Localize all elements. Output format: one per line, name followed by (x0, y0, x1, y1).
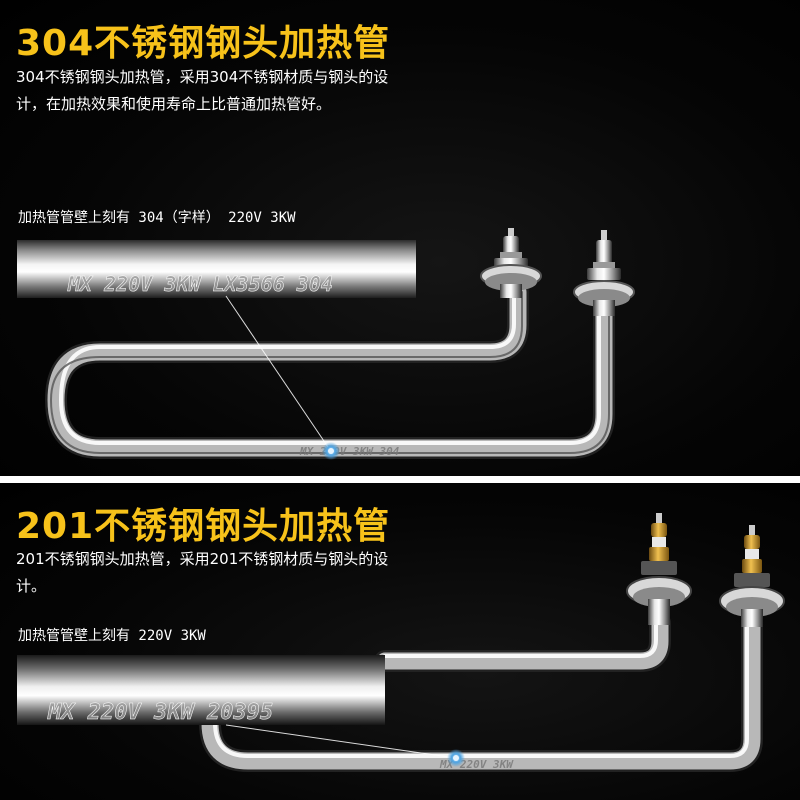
zoomed-tube-wall: MX 220V 3KW 20395 (17, 655, 385, 725)
section-divider (0, 476, 800, 483)
caption-201: 加热管管壁上刻有 220V 3KW (18, 628, 206, 644)
callout-line (225, 724, 457, 759)
terminal-head-right (719, 525, 785, 627)
description-201: 201不锈钢钢头加热管，采用201不锈钢材质与钢头的设计。 (16, 550, 389, 595)
panel-201-heater: MX 220V 3KW MX 220V 3KW 20395 (0, 483, 800, 800)
engraving-text: MX 220V 3KW LX3566 304 (67, 272, 333, 296)
panel-304-heater: MX 220V 3KW 304 MX 220V 3KW LX3566 304 (0, 0, 800, 476)
engraving-text: MX 220V 3KW 20395 (47, 700, 273, 725)
caption-304: 加热管管壁上刻有 304（字样） 220V 3KW (18, 210, 296, 226)
zoomed-tube-wall: MX 220V 3KW LX3566 304 (17, 240, 416, 298)
terminal-head-left (626, 513, 692, 625)
title-201: 201不锈钢钢头加热管 (16, 506, 391, 547)
heater-304-illustration: MX 220V 3KW 304 MX 220V 3KW LX3566 304 (17, 228, 635, 460)
heating-tube (45, 281, 615, 459)
description-304: 304不锈钢钢头加热管，采用304不锈钢材质与钢头的设计，在加热效果和使用寿命上… (16, 68, 389, 113)
callout-line (225, 295, 331, 451)
terminal-head-left (480, 228, 542, 298)
heater-201-illustration: MX 220V 3KW MX 220V 3KW 20395 (17, 513, 785, 772)
heating-tube (199, 612, 763, 772)
tube-small-engraving: MX 220V 3KW 304 (299, 445, 400, 458)
terminal-head-right (573, 230, 635, 316)
title-304: 304不锈钢钢头加热管 (16, 23, 391, 64)
